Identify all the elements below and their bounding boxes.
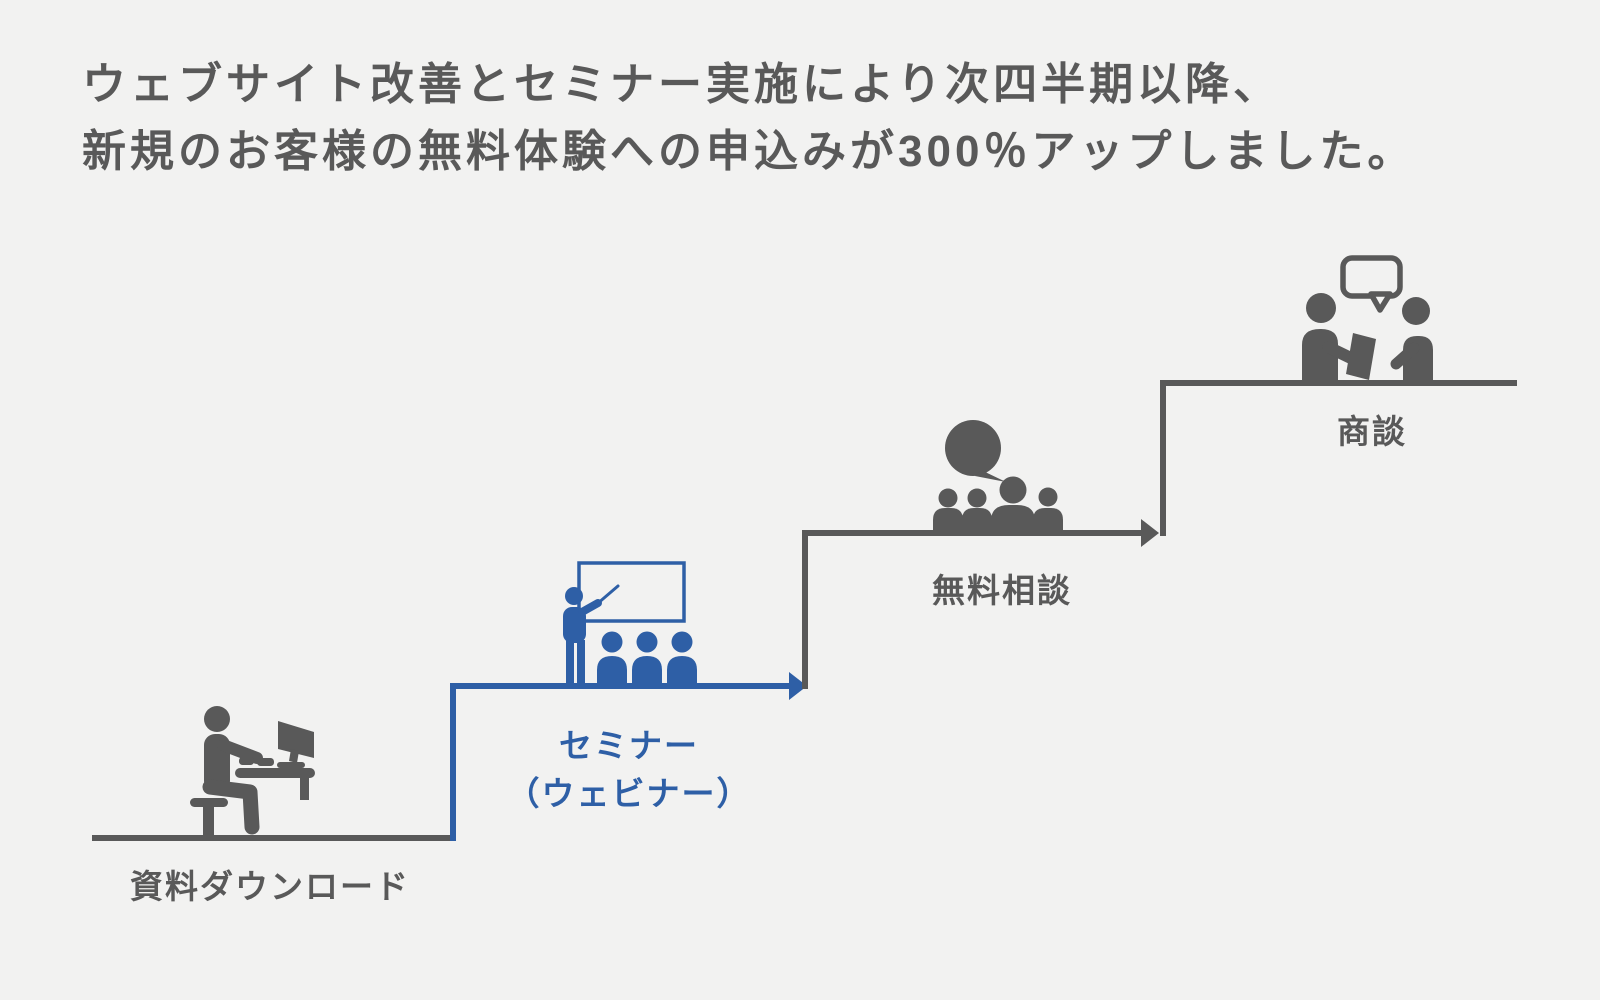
step-label-seminar-line2: （ウェビナー） (506, 775, 752, 812)
step-label-download: 資料ダウンロード (130, 868, 410, 905)
seminar-presenter-icon (563, 561, 697, 683)
gray-arrow-icon (1141, 519, 1159, 547)
person-at-computer-icon (190, 706, 315, 835)
headline: ウェブサイト改善とセミナー実施により次四半期以降、 新規のお客様の無料体験への申… (82, 51, 1415, 185)
business-meeting-icon (1302, 255, 1433, 380)
blue-arrow-icon (789, 672, 807, 700)
consultation-group-icon (933, 420, 1063, 533)
step2-blue-line (450, 683, 789, 841)
step-label-consultation: 無料相談 (932, 572, 1072, 609)
step-label-negotiation: 商談 (1337, 413, 1407, 450)
step4-line (1160, 380, 1517, 536)
step-label-seminar: セミナー （ウェビナー） (507, 722, 752, 818)
step-label-seminar-line1: セミナー (559, 727, 699, 764)
headline-line-1: ウェブサイト改善とセミナー実施により次四半期以降、 (82, 60, 1282, 109)
headline-line-2: 新規のお客様の無料体験への申込みが300％アップしました。 (82, 127, 1416, 176)
